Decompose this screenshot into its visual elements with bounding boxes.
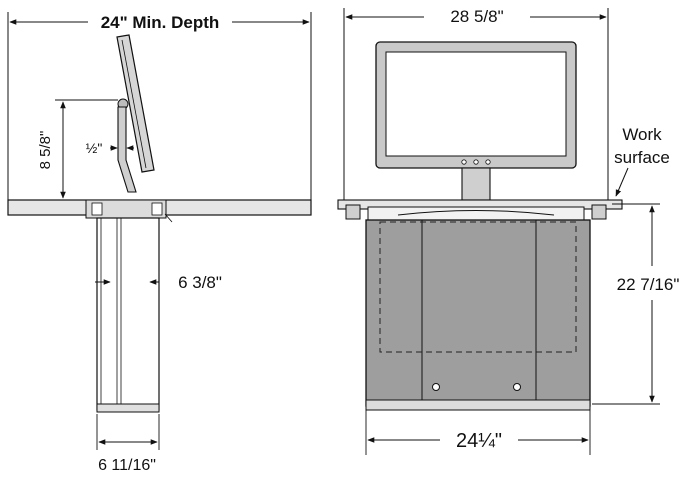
frame-width-label: 28 5/8" (450, 7, 503, 26)
lift-arm (117, 106, 137, 193)
base-width-label: 6 11/16" (98, 457, 156, 474)
monitor-stand (461, 167, 491, 201)
work-surface-leader (615, 167, 629, 197)
min-depth-label: 24" Min. Depth (101, 13, 220, 32)
monitor-height-label: 8 5/8" (37, 131, 54, 170)
monitor-screen (385, 51, 567, 157)
stowed-monitor-outline (379, 221, 577, 353)
monitor-side (116, 34, 155, 173)
cabinet-width-label: 24¼" (456, 430, 502, 452)
cabinet-side (96, 217, 160, 411)
mount-depth-label: 6 3/8" (178, 273, 222, 292)
cabinet-front (365, 219, 591, 407)
tilt-offset-label: ½" (86, 140, 103, 156)
work-surface-label-line1: Work (622, 125, 662, 144)
cabinet-height-label: 22 7/16" (617, 275, 680, 294)
front-view: 28 5/8" Work surface 22 7/16" (337, 7, 680, 455)
side-view: 24" Min. Depth 8 5/8" ½" 6 3/8" (7, 12, 312, 474)
work-surface-label-line2: surface (614, 148, 670, 167)
